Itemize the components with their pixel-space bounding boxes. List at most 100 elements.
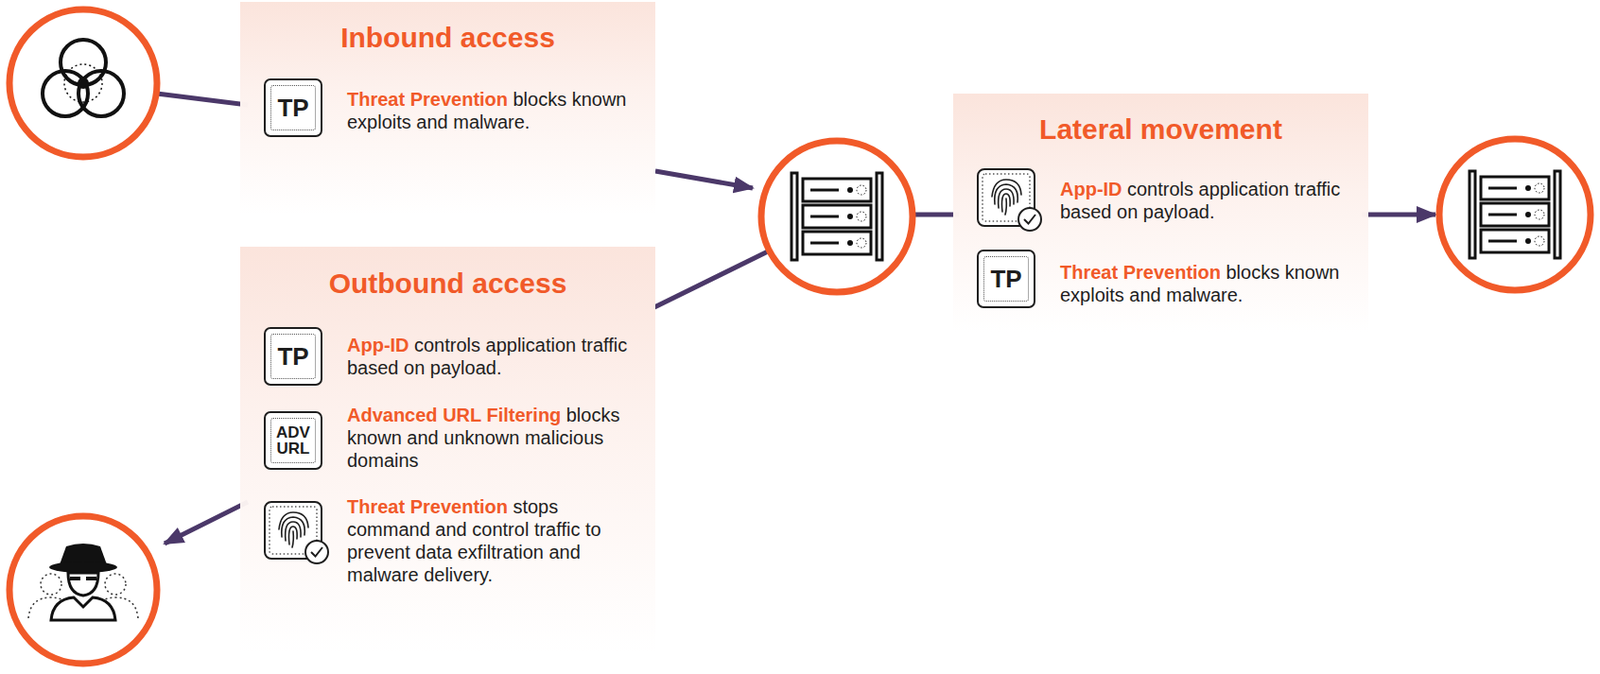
drawn-path — [69, 576, 97, 581]
feature-text: Threat Preventionblocks known exploits a… — [347, 87, 641, 134]
server-circle — [761, 140, 913, 293]
drawn-line — [912, 212, 959, 218]
drawn-circle — [1018, 208, 1042, 231]
drawn-path — [1005, 198, 1007, 215]
drawn-circle — [64, 64, 103, 103]
drawn-circle — [1439, 139, 1591, 291]
drawn-line — [810, 242, 839, 245]
drawn-circle — [78, 70, 124, 117]
icon-box: TP — [263, 327, 323, 386]
drawn-rect — [802, 231, 871, 255]
drawn-g — [1534, 183, 1545, 246]
drawn-circle — [1534, 236, 1545, 246]
drawn-g — [1488, 188, 1517, 242]
feature-text: Threat Preventionblocks known exploits a… — [1060, 260, 1354, 307]
drawn-line — [1488, 213, 1517, 217]
drawn-circle — [856, 238, 867, 248]
icon-label: TP — [990, 265, 1022, 293]
drawn-circle — [1525, 211, 1531, 218]
drawn-g — [847, 187, 853, 246]
drawn-path — [991, 179, 1022, 197]
drawn-circle — [42, 70, 88, 117]
drawn-path — [68, 573, 99, 596]
drawn-circle — [1534, 209, 1545, 220]
drawn-rect — [791, 173, 798, 261]
drawn-circle — [856, 211, 867, 222]
panel-heading: Inbound access — [240, 20, 656, 55]
drawn-path — [311, 547, 323, 557]
drawn-g — [278, 512, 309, 548]
icon-label: TP — [277, 343, 309, 370]
drawn-g — [42, 39, 124, 117]
feature-text: Threat Preventionstops command and contr… — [347, 495, 641, 587]
icon-box: ADV URL — [263, 411, 323, 470]
drawn-line — [1488, 240, 1517, 244]
drawn-circle — [77, 77, 89, 89]
panel-heading: Outbound access — [240, 266, 656, 301]
drawn-circle — [305, 540, 329, 564]
drawn-rect — [1480, 176, 1549, 200]
drawn-line — [1361, 212, 1436, 218]
server-circle — [1439, 139, 1591, 291]
feature-text: App-IDcontrols application traffic based… — [347, 333, 641, 380]
drawn-circle — [847, 240, 853, 246]
drawn-circle — [9, 516, 157, 664]
drawn-rect — [1480, 203, 1549, 227]
drawn-g — [791, 173, 883, 261]
drawn-g — [856, 185, 867, 248]
section-panel: Outbound accessApp-IDcontrols applicatio… — [240, 246, 656, 653]
drawn-ellipse — [49, 561, 118, 574]
drawn-rect — [802, 178, 871, 202]
drawn-circle — [856, 185, 867, 195]
drawn-circle — [1534, 183, 1545, 193]
drawn-rect — [1469, 171, 1476, 259]
drawn-rect — [802, 205, 871, 228]
drawn-rect — [1480, 229, 1549, 253]
drawn-line — [164, 502, 248, 544]
drawn-circle — [9, 9, 157, 157]
drawn-line — [1488, 187, 1517, 191]
feature-text: App-IDcontrols application traffic based… — [1060, 177, 1354, 224]
feature-name: Threat Prevention — [1060, 261, 1221, 283]
drawn-circle — [847, 213, 853, 220]
drawn-g — [1469, 171, 1561, 259]
drawn-rect — [1554, 171, 1561, 259]
feature-name: Threat Prevention — [347, 88, 508, 110]
drawn-circle — [1525, 238, 1531, 244]
section-panel: Lateral movementApp-IDcontrols applicati… — [953, 93, 1369, 332]
drawn-circle — [1525, 185, 1531, 192]
drawn-circle — [847, 187, 853, 193]
feature-name: Advanced URL Filtering — [347, 404, 561, 426]
drawn-path — [51, 597, 116, 621]
icon-box: TP — [976, 249, 1036, 309]
drawn-line — [810, 215, 839, 219]
drawn-rect — [876, 173, 883, 261]
drawn-circle — [104, 573, 126, 595]
drawn-g — [991, 179, 1022, 215]
icon-label: ADV URL — [276, 424, 311, 457]
drawn-line — [655, 171, 753, 189]
feature-name: Threat Prevention — [347, 496, 508, 518]
icon-label: TP — [277, 94, 309, 122]
drawn-path — [1024, 214, 1036, 225]
feature-name: App-ID — [347, 334, 410, 356]
panel-heading: Lateral movement — [953, 112, 1369, 147]
feature-text: Advanced URL Filteringblocks known and u… — [347, 403, 641, 472]
fingerprint-icon — [263, 501, 332, 568]
drawn-path — [278, 512, 309, 530]
biohazard-circle — [9, 9, 157, 157]
drawn-line — [156, 93, 248, 105]
drawn-g — [1525, 185, 1531, 244]
drawn-g — [810, 190, 839, 244]
drawn-circle — [40, 573, 62, 595]
drawn-path — [292, 531, 294, 548]
drawn-circle — [761, 140, 913, 293]
drawn-line — [810, 189, 839, 192]
feature-name: App-ID — [1060, 178, 1123, 200]
drawn-line — [648, 251, 768, 311]
icon-box: TP — [263, 78, 323, 138]
hacker-circle — [9, 516, 157, 664]
section-panel: Inbound accessThreat Preventionblocks kn… — [240, 1, 656, 215]
fingerprint-icon — [976, 168, 1045, 235]
